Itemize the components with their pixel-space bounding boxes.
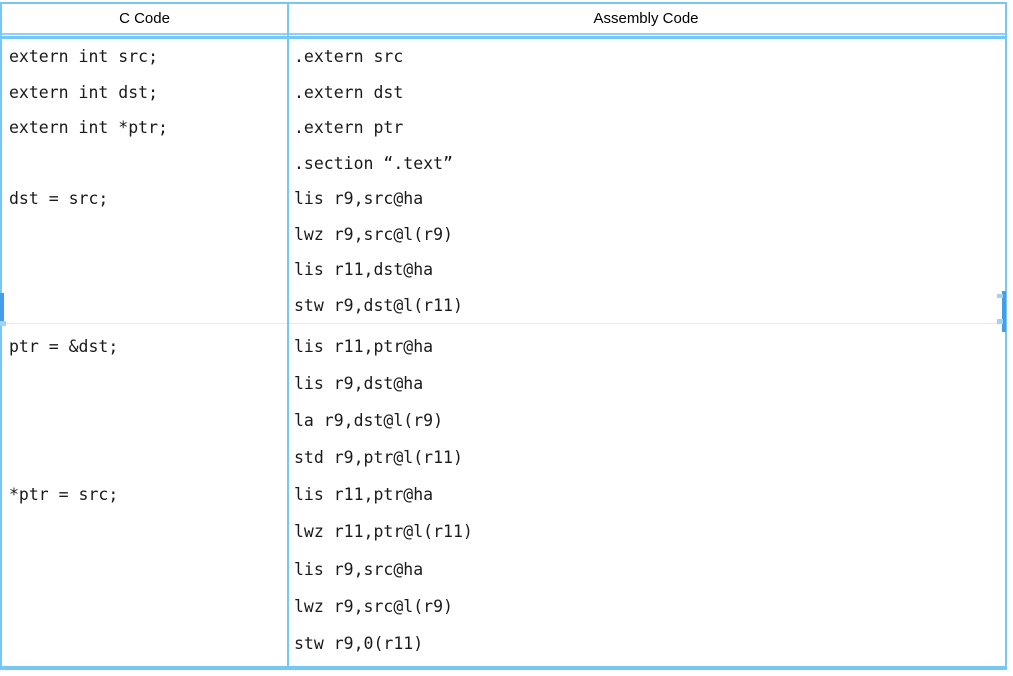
code-line: lis r9,src@ha (294, 189, 424, 208)
table-resize-handle-right-tab-bottom[interactable] (997, 319, 1003, 324)
column-divider (287, 4, 289, 666)
c-code-cell-row1: extern int src; extern int dst; extern i… (2, 39, 287, 323)
table-row: ptr = &dst; *ptr = src; lis r11,ptr@ha l… (2, 324, 1005, 662)
code-line: extern int src; (9, 47, 159, 66)
code-line: std r9,ptr@l(r11) (294, 448, 463, 468)
code-line: dst = src; (9, 189, 109, 208)
table-row: extern int src; extern int dst; extern i… (2, 39, 1005, 324)
header-double-rule (2, 35, 1005, 39)
table-resize-handle-right-tab-top[interactable] (997, 294, 1003, 298)
code-line: lis r11,ptr@ha (294, 485, 434, 505)
code-line: lis r11,dst@ha (294, 260, 434, 279)
code-line: *ptr = src; (9, 485, 119, 505)
code-line: lwz r9,src@l(r9) (294, 224, 453, 244)
assembly-code-cell-row2: lis r11,ptr@ha lis r9,dst@ha la r9,dst@l… (287, 328, 1005, 662)
code-line: stw r9,0(r11) (294, 633, 424, 653)
code-line: .extern src (294, 47, 404, 66)
code-line: lis r11,ptr@ha (294, 337, 434, 356)
table-resize-handle-left[interactable] (0, 293, 4, 323)
code-line: .extern ptr (294, 118, 404, 137)
code-line: lis r9,dst@ha (294, 374, 424, 394)
code-line: lwz r9,src@l(r9) (294, 596, 453, 616)
code-line: lwz r11,ptr@l(r11) (294, 522, 473, 542)
code-line: extern int *ptr; (9, 118, 168, 137)
code-line: la r9,dst@l(r9) (294, 411, 444, 431)
c-code-cell-row2: ptr = &dst; *ptr = src; (2, 328, 287, 662)
code-line: .extern dst (294, 82, 404, 102)
table-header-row: C Code Assembly Code (2, 4, 1005, 35)
code-line: stw r9,dst@l(r11) (294, 295, 463, 315)
table-resize-handle-right[interactable] (1002, 291, 1006, 332)
table-resize-handle-left-tab[interactable] (0, 321, 6, 326)
code-line: extern int dst; (9, 82, 159, 102)
code-line (9, 402, 287, 439)
code-line: ptr = &dst; (9, 337, 119, 356)
column-header-c-code: C Code (119, 10, 170, 27)
code-line (9, 439, 287, 476)
assembly-code-cell-row1: .extern src .extern dst .extern ptr .sec… (287, 39, 1005, 323)
code-line: lis r9,src@ha (294, 559, 424, 579)
code-line: .section “.text” (294, 153, 453, 173)
code-line (9, 146, 287, 182)
column-header-assembly-code: Assembly Code (593, 10, 699, 27)
code-line (9, 365, 287, 402)
